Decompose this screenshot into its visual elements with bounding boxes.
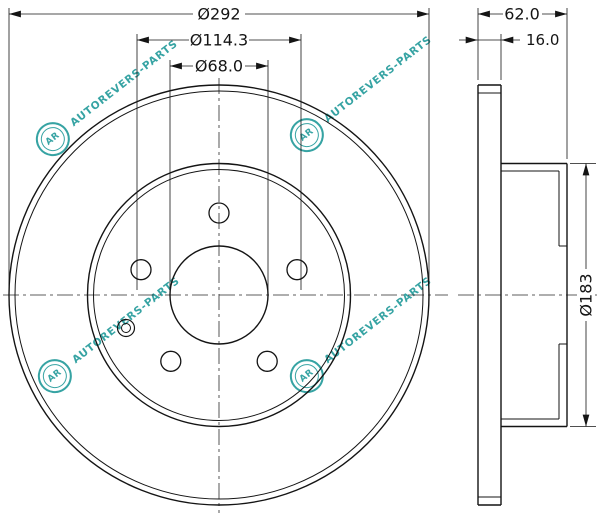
center-bore-circle [169, 245, 269, 345]
outer-circle-inner-edge [14, 90, 424, 500]
dim-label-total-width: 62.0 [504, 5, 540, 24]
hat-circle-inner [93, 169, 345, 421]
side-view-outline [477, 84, 568, 506]
side-view-inner-lines [478, 92, 567, 498]
locating-pin-hole-outer [116, 318, 136, 338]
dim-label-hat-diameter-group: Ø183 [577, 269, 596, 321]
bolt-hole [130, 259, 152, 281]
dimension-lines [9, 10, 590, 427]
bolt-hole [160, 350, 182, 372]
dimension-labels: Ø292 Ø114.3 Ø68.0 62.0 16.0 Ø183 [189, 5, 596, 321]
dim-label-outer-diameter: Ø292 [197, 5, 240, 24]
extension-lines [8, 8, 596, 427]
dim-label-hat-diameter: Ø183 [577, 273, 596, 316]
locating-pin-hole-inner [121, 323, 131, 333]
hat-circle-outer [86, 162, 352, 428]
outer-circle [8, 84, 430, 506]
bolt-hole [286, 259, 308, 281]
bolt-hole [256, 350, 278, 372]
bolt-hole [208, 202, 230, 224]
dim-label-bore: Ø68.0 [195, 57, 243, 76]
side-view [477, 84, 568, 506]
dim-label-thickness: 16.0 [526, 31, 559, 49]
dim-label-bolt-circle: Ø114.3 [190, 31, 248, 50]
front-view [8, 84, 430, 506]
centerlines [3, 78, 597, 513]
